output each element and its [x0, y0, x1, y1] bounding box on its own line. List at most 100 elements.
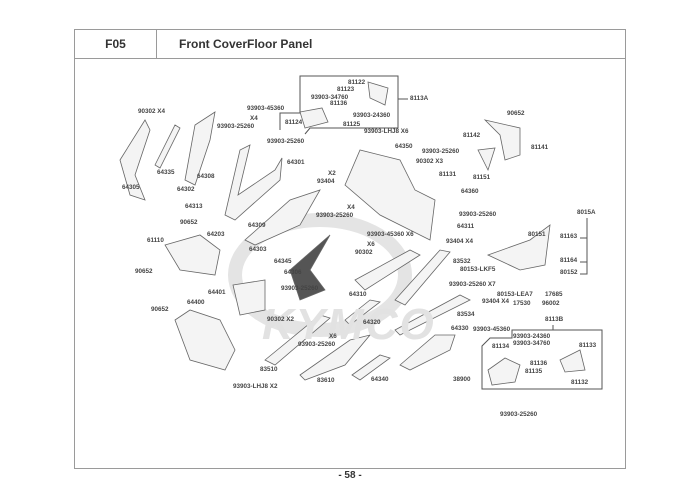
part-label: 81133 — [579, 342, 597, 349]
part-label: 93903-25260 X7 — [449, 281, 496, 288]
part-label: 93903-24360 — [353, 112, 391, 119]
part-label: 81134 — [492, 343, 510, 350]
part-label: 8113A — [410, 95, 429, 102]
part-label: X4 — [250, 115, 258, 122]
section-code: F05 — [75, 30, 157, 59]
part-label: 90302 X2 — [267, 316, 294, 323]
part-label: 93404 X4 — [446, 238, 473, 245]
part-label: 64335 — [157, 169, 175, 176]
part-83532 — [394, 249, 451, 306]
part-64330 — [399, 334, 456, 371]
part-label: 81136 — [330, 100, 348, 107]
part-label: 93903-34760 — [513, 340, 551, 347]
group-box-8113B — [481, 329, 603, 390]
part-label: 81135 — [525, 368, 543, 375]
part-81134 — [487, 357, 521, 386]
part-label: 90302 — [355, 249, 373, 256]
part-80151 — [486, 224, 551, 271]
part-label: 81164 — [560, 257, 578, 264]
watermark-ring — [228, 213, 412, 337]
part-label: 83534 — [457, 311, 475, 318]
part-label: 81122 — [348, 79, 366, 86]
part-label: 81163 — [560, 233, 578, 240]
part-label: 90652 — [135, 268, 153, 275]
part-81151 — [477, 147, 496, 172]
part-label: 64401 — [208, 289, 226, 296]
part-label: 81136 — [530, 360, 548, 367]
part-label: 8113B — [545, 316, 564, 323]
part-label: 93903-45360 — [473, 326, 511, 333]
part-81141 — [483, 119, 521, 161]
part-label: 80153-LEA7 — [497, 291, 533, 298]
part-label: 93903-45360 — [247, 105, 285, 112]
part-label: 64302 — [177, 186, 195, 193]
part-64306 — [289, 234, 331, 301]
part-label: 64310 — [349, 291, 367, 298]
page-title: Front CoverFloor Panel — [179, 37, 313, 51]
part-label: 93903-25260 — [459, 211, 497, 218]
part-64340 — [351, 354, 391, 381]
part-label: 81124 — [285, 119, 303, 126]
part-label: 64330 — [451, 325, 469, 332]
part-label: 64305 — [122, 184, 140, 191]
part-label: 93903-45360 X6 — [367, 231, 414, 238]
page-header: F05 Front CoverFloor Panel — [74, 29, 626, 59]
part-label: 81141 — [531, 144, 549, 151]
part-label: 17685 — [545, 291, 563, 298]
part-label: 17530 — [513, 300, 531, 307]
part-label: 90652 — [180, 219, 198, 226]
part-label: 81142 — [463, 132, 481, 139]
part-label: 8015A — [577, 209, 596, 216]
part-label: X6 — [329, 333, 337, 340]
part-label: 81151 — [473, 174, 491, 181]
part-64310 — [354, 249, 421, 291]
kymco-watermark: KYMCO — [262, 300, 436, 349]
part-label: 64306 — [284, 269, 302, 276]
part-label: 80151 — [528, 231, 546, 238]
part-label: 64320 — [363, 319, 381, 326]
part-label: 93903-25260 — [298, 341, 336, 348]
part-label: 93404 — [317, 178, 335, 185]
part-61110 — [164, 234, 221, 276]
part-83510 — [264, 314, 331, 366]
part-label: X2 — [328, 170, 336, 177]
part-label: 80153-LKF5 — [460, 266, 496, 273]
part-label: 93903-24360 — [513, 333, 551, 340]
part-label: 64301 — [287, 159, 305, 166]
part-label: 64350 — [395, 143, 413, 150]
part-64302 — [184, 111, 216, 186]
part-label: 90302 X4 — [138, 108, 165, 115]
part-label: 93903-25260 — [217, 123, 255, 130]
part-83534 — [394, 294, 471, 336]
part-label: 93903-25260 — [267, 138, 305, 145]
part-64400 — [174, 309, 236, 371]
part-label: 81131 — [439, 171, 457, 178]
part-label: 93404 X4 — [482, 298, 509, 305]
part-81132 — [559, 349, 586, 373]
part-label: 64400 — [187, 299, 205, 306]
part-81122 — [367, 81, 389, 106]
part-label: 93903-25260 — [316, 212, 354, 219]
part-64303 — [244, 189, 321, 246]
part-label: 64311 — [457, 223, 475, 230]
part-label: 81123 — [337, 86, 355, 93]
part-label: 93903-25260 — [500, 411, 538, 418]
group-box-8113A — [279, 75, 399, 135]
part-label: X6 — [367, 241, 375, 248]
part-64401 — [232, 279, 266, 316]
part-label: 83532 — [453, 258, 471, 265]
part-label: 64340 — [371, 376, 389, 383]
part-label: 90652 — [151, 306, 169, 313]
part-label: 64303 — [249, 246, 267, 253]
bracket-8015A — [580, 218, 588, 275]
part-label: 90652 — [507, 110, 525, 117]
part-label: 83510 — [260, 366, 278, 373]
part-64301 — [224, 144, 283, 221]
part-label: 80152 — [560, 269, 578, 276]
part-label: X4 — [347, 204, 355, 211]
part-inner-panel — [344, 149, 436, 241]
part-label: 64308 — [197, 173, 215, 180]
part-label: 83610 — [317, 377, 335, 384]
part-label: 81125 — [343, 121, 361, 128]
part-label: 61110 — [147, 237, 164, 244]
